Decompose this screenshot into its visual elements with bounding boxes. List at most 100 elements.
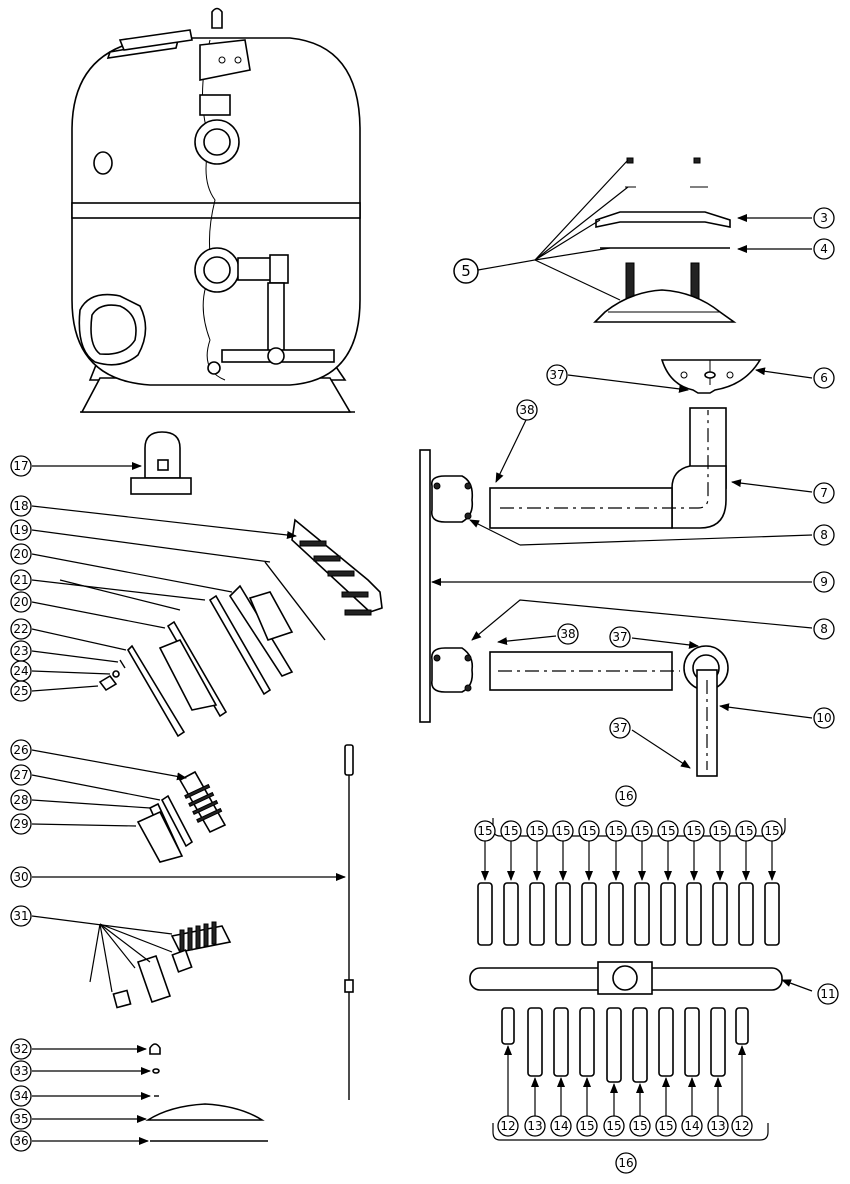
svg-text:16: 16	[618, 789, 633, 803]
svg-text:27: 27	[13, 768, 28, 782]
callout-7: 7	[813, 482, 835, 504]
clamp-bar	[595, 211, 731, 228]
callout-37b: 37	[609, 626, 631, 648]
callout-16a: 16	[615, 785, 637, 807]
svg-text:11: 11	[820, 987, 835, 1001]
callout-11: 11	[817, 983, 839, 1005]
callout-16b: 16	[615, 1152, 637, 1174]
callout-37c: 37	[609, 717, 631, 739]
svg-text:15: 15	[660, 824, 675, 838]
svg-text:20: 20	[13, 595, 28, 609]
callout-28: 28	[10, 789, 32, 811]
filter-tank	[71, 7, 361, 413]
callout-36: 36	[10, 1130, 32, 1152]
callout-35: 35	[10, 1108, 32, 1130]
svg-text:15: 15	[632, 1119, 647, 1133]
svg-text:21: 21	[13, 573, 28, 587]
top-cover-parts	[145, 1043, 268, 1142]
svg-text:15: 15	[503, 824, 518, 838]
svg-text:14: 14	[553, 1119, 568, 1133]
callout-38b: 38	[557, 623, 579, 645]
tank-flange-band	[71, 202, 361, 219]
svg-text:25: 25	[13, 684, 28, 698]
callout-12: 12	[497, 1115, 519, 1137]
callout-33: 33	[10, 1060, 32, 1082]
callout-13: 13	[524, 1115, 546, 1137]
bottom-laterals	[501, 1007, 749, 1083]
svg-text:15: 15	[579, 1119, 594, 1133]
callout-17: 17	[10, 455, 32, 477]
callouts: 3 4 5 6 37 38 7 8 9 8 38 37 10 37 16 15 …	[10, 207, 839, 1174]
svg-text:8: 8	[820, 528, 828, 542]
callout-15: 15	[500, 820, 522, 842]
upper-pipe-saddle	[430, 475, 474, 523]
callout-21: 21	[10, 569, 32, 591]
svg-text:23: 23	[13, 644, 28, 658]
svg-text:20: 20	[13, 547, 28, 561]
svg-text:38: 38	[519, 403, 534, 417]
callout-15: 15	[709, 820, 731, 842]
manhole-cover-studs	[291, 518, 383, 613]
svg-text:37: 37	[549, 368, 564, 382]
callout-30: 30	[10, 866, 32, 888]
leader-lines	[31, 159, 813, 1145]
manhole-exploded	[98, 518, 383, 738]
svg-text:15: 15	[606, 1119, 621, 1133]
callout-34: 34	[10, 1085, 32, 1107]
svg-text:15: 15	[764, 824, 779, 838]
callout-9: 9	[813, 571, 835, 593]
svg-text:15: 15	[686, 824, 701, 838]
lateral-arrows	[481, 841, 776, 1116]
svg-text:14: 14	[684, 1119, 699, 1133]
callout-20b: 20	[10, 591, 32, 613]
svg-text:15: 15	[555, 824, 570, 838]
svg-text:29: 29	[13, 817, 28, 831]
callout-15: 15	[526, 820, 548, 842]
svg-text:6: 6	[820, 371, 828, 385]
callout-15: 15	[474, 820, 496, 842]
callout-10: 10	[813, 707, 835, 729]
lateral-hub-assembly	[469, 818, 786, 1141]
svg-text:15: 15	[712, 824, 727, 838]
callout-15: 15	[603, 1115, 625, 1137]
svg-text:15: 15	[581, 824, 596, 838]
svg-text:9: 9	[820, 575, 828, 589]
callout-26: 26	[10, 739, 32, 761]
callout-18: 18	[10, 495, 32, 517]
callout-15: 15	[576, 1115, 598, 1137]
svg-text:17: 17	[13, 459, 28, 473]
svg-text:15: 15	[738, 824, 753, 838]
callout-13: 13	[707, 1115, 729, 1137]
lower-down-pipe	[696, 669, 718, 777]
callout-14: 14	[550, 1115, 572, 1137]
svg-text:38: 38	[560, 627, 575, 641]
svg-text:12: 12	[734, 1119, 749, 1133]
callout-15: 15	[655, 1115, 677, 1137]
svg-text:18: 18	[13, 499, 28, 513]
callout-23: 23	[10, 640, 32, 662]
svg-text:24: 24	[13, 664, 28, 678]
callouts-bottom-row: 12 13 14 15 15 15 15 14 13 12	[497, 1115, 753, 1137]
callout-15: 15	[735, 820, 757, 842]
svg-text:34: 34	[13, 1089, 28, 1103]
svg-text:15: 15	[634, 824, 649, 838]
support-plate	[419, 449, 431, 723]
tank-lifting-lug	[211, 7, 223, 29]
callout-15: 15	[657, 820, 679, 842]
svg-text:7: 7	[820, 486, 828, 500]
callout-37a: 37	[546, 364, 568, 386]
diffuser-dome	[593, 289, 737, 323]
callout-5: 5	[453, 258, 479, 284]
svg-text:10: 10	[816, 711, 831, 725]
svg-text:16: 16	[618, 1156, 633, 1170]
svg-text:15: 15	[529, 824, 544, 838]
callout-25: 25	[10, 680, 32, 702]
svg-text:4: 4	[820, 242, 828, 256]
svg-text:30: 30	[13, 870, 28, 884]
callout-4: 4	[813, 238, 835, 260]
svg-text:13: 13	[527, 1119, 542, 1133]
strainer-exploded	[136, 770, 227, 863]
callout-29: 29	[10, 813, 32, 835]
callout-15: 15	[552, 820, 574, 842]
